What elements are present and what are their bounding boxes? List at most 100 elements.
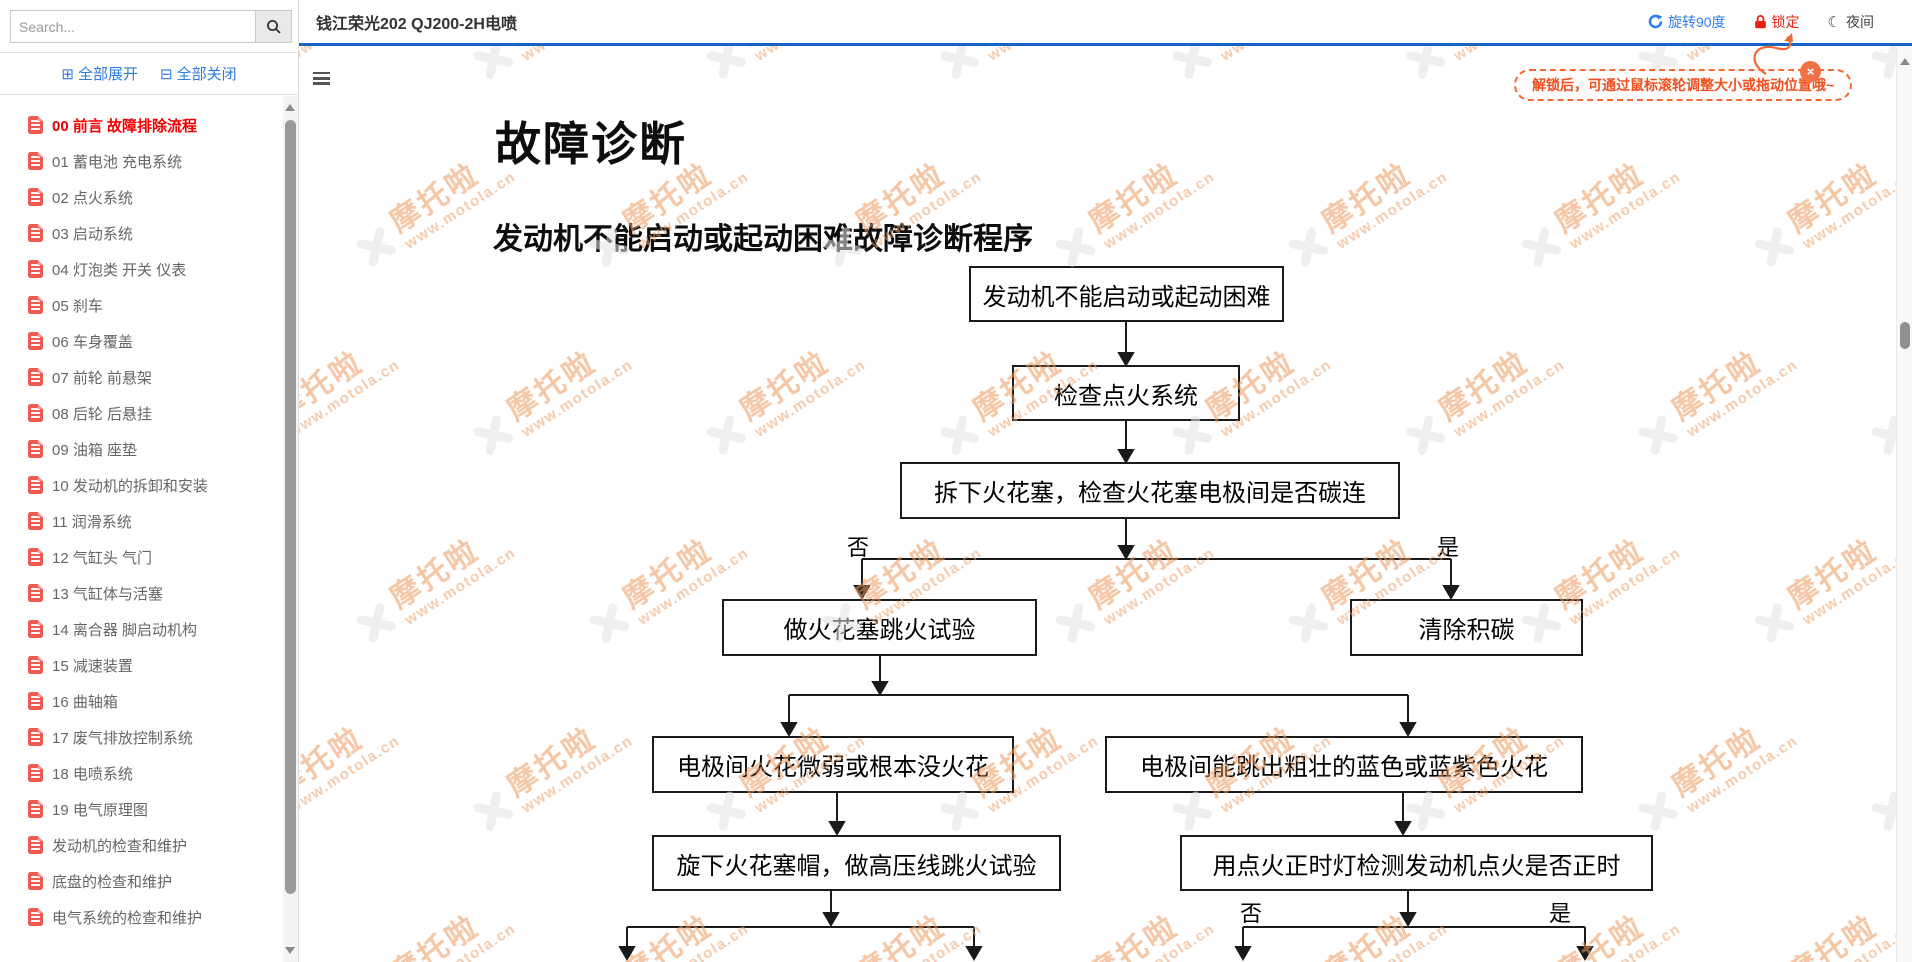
sidebar-item[interactable]: 19 电气原理图 bbox=[0, 791, 298, 827]
sidebar-item[interactable]: 14 离合器 脚启动机构 bbox=[0, 611, 298, 647]
wrench-icon bbox=[465, 407, 520, 462]
watermark-brand: 摩托啦 bbox=[384, 533, 486, 616]
sidebar-item[interactable]: 00 前言 故障排除流程 bbox=[0, 107, 298, 143]
wrench-icon bbox=[348, 595, 403, 650]
wrench-icon bbox=[1513, 219, 1568, 274]
search-button[interactable] bbox=[255, 10, 292, 43]
sidebar-item[interactable]: 底盘的检查和维护 bbox=[0, 863, 298, 899]
scrollbar-up-icon[interactable] bbox=[285, 104, 295, 111]
sidebar-item[interactable]: 05 刹车 bbox=[0, 287, 298, 323]
watermark-url: www.motola.cn bbox=[401, 543, 519, 629]
document-icon bbox=[28, 728, 43, 746]
chapter-list: 00 前言 故障排除流程 01 蓄电池 充电系统 02 点火系统 03 启动系统… bbox=[0, 95, 298, 935]
document-icon bbox=[28, 800, 43, 818]
sidebar-item[interactable]: 13 气缸体与活塞 bbox=[0, 575, 298, 611]
watermark-url: www.motola.cn bbox=[1217, 46, 1334, 64]
search-input[interactable] bbox=[10, 10, 256, 43]
watermark-url: www.motola.cn bbox=[518, 731, 636, 817]
sidebar: ⊞ 全部展开 ⊟ 全部关闭 00 前言 故障排除流程 01 蓄电池 充电系统 0… bbox=[0, 0, 299, 962]
wrench-icon bbox=[931, 46, 986, 86]
document-title: 故障诊断 bbox=[495, 117, 687, 171]
expand-all-button[interactable]: ⊞ 全部展开 bbox=[61, 63, 138, 84]
watermark-brand: 摩托啦 bbox=[1316, 157, 1418, 240]
watermark: 摩托啦 www.motola.cn bbox=[1045, 894, 1218, 962]
collapse-all-button[interactable]: ⊟ 全部关闭 bbox=[160, 63, 237, 84]
sidebar-item-label: 08 后轮 后悬挂 bbox=[52, 405, 153, 423]
scrollbar-down-icon[interactable] bbox=[285, 947, 295, 954]
sidebar-item-label: 03 启动系统 bbox=[52, 225, 133, 243]
branch-label-no: 否 bbox=[847, 536, 870, 561]
watermark: 摩托啦 www.motola.cn bbox=[1628, 706, 1801, 841]
flow-box: 用点火正时灯检测发动机点火是否正时 bbox=[1180, 835, 1653, 891]
watermark-brand: 摩托啦 bbox=[1200, 46, 1326, 51]
wrench-icon bbox=[698, 407, 753, 462]
watermark-url: www.motola.cn bbox=[1333, 167, 1451, 253]
watermark-brand: 摩托啦 bbox=[501, 345, 603, 428]
watermark-brand: 摩托啦 bbox=[299, 46, 394, 51]
expand-all-icon: ⊞ bbox=[61, 65, 74, 83]
rotate-icon bbox=[1648, 14, 1663, 29]
sidebar-item[interactable]: 发动机的检查和维护 bbox=[0, 827, 298, 863]
watermark-url: www.motola.cn bbox=[1799, 543, 1896, 629]
sidebar-item[interactable]: 12 气缸头 气门 bbox=[0, 539, 298, 575]
tooltip-text: 解锁后，可通过鼠标滚轮调整大小或拖动位置哦~ bbox=[1532, 77, 1835, 93]
sidebar-item[interactable]: 11 润滑系统 bbox=[0, 503, 298, 539]
sidebar-item-label: 10 发动机的拆卸和安装 bbox=[52, 477, 208, 495]
watermark: 摩托啦 www.motola.cn bbox=[1395, 330, 1568, 465]
sidebar-item[interactable]: 06 车身覆盖 bbox=[0, 323, 298, 359]
watermark-url: www.motola.cn bbox=[1799, 167, 1896, 253]
watermark-brand: 摩托啦 bbox=[734, 345, 836, 428]
moon-icon: ☾ bbox=[1827, 13, 1841, 31]
sidebar-item[interactable]: 18 电喷系统 bbox=[0, 755, 298, 791]
sidebar-item[interactable]: 16 曲轴箱 bbox=[0, 683, 298, 719]
lock-button[interactable]: 锁定 bbox=[1754, 12, 1800, 32]
watermark-url: www.motola.cn bbox=[1100, 919, 1218, 962]
unlock-hint-tooltip: 解锁后，可通过鼠标滚轮调整大小或拖动位置哦~ bbox=[1514, 69, 1853, 101]
flow-box: 拆下火花塞，检查火花塞电极间是否碳连 bbox=[900, 462, 1400, 519]
wrench-icon bbox=[348, 219, 403, 274]
sidebar-scrollbar[interactable] bbox=[283, 96, 298, 962]
sidebar-item-label: 14 离合器 脚启动机构 bbox=[52, 621, 198, 639]
watermark-url: www.motola.cn bbox=[867, 919, 985, 962]
collapse-all-label: 全部关闭 bbox=[176, 66, 237, 83]
rotate-90-button[interactable]: 旋转90度 bbox=[1648, 12, 1726, 32]
watermark-brand: 摩托啦 bbox=[1782, 533, 1884, 616]
document-viewer: 故障诊断 发动机不能启动或起动困难故障诊断程序 bbox=[299, 46, 1896, 962]
sidebar-item[interactable]: 01 蓄电池 充电系统 bbox=[0, 143, 298, 179]
document-icon bbox=[28, 332, 43, 350]
lock-icon bbox=[1754, 14, 1766, 28]
watermark-brand: 摩托啦 bbox=[967, 46, 1093, 51]
sidebar-item[interactable]: 10 发动机的拆卸和安装 bbox=[0, 467, 298, 503]
collapse-all-icon: ⊟ bbox=[160, 65, 173, 83]
sidebar-item[interactable]: 08 后轮 后悬挂 bbox=[0, 395, 298, 431]
document-icon bbox=[28, 656, 43, 674]
watermark-url: www.motola.cn bbox=[1683, 355, 1801, 441]
close-icon[interactable]: × bbox=[1800, 61, 1821, 82]
sidebar-item[interactable]: 02 点火系统 bbox=[0, 179, 298, 215]
sidebar-item[interactable]: 17 废气排放控制系统 bbox=[0, 719, 298, 755]
sidebar-item[interactable]: 04 灯泡类 开关 仪表 bbox=[0, 251, 298, 287]
sidebar-item[interactable]: 电气系统的检查和维护 bbox=[0, 899, 298, 935]
scrollbar-up-icon[interactable] bbox=[1900, 58, 1910, 65]
search-icon bbox=[266, 19, 281, 34]
watermark-url: www.motola.cn bbox=[299, 731, 403, 817]
watermark-brand: 摩托啦 bbox=[384, 909, 486, 962]
night-label: 夜间 bbox=[1846, 13, 1874, 30]
hamburger-menu-icon[interactable] bbox=[313, 72, 330, 85]
main-scrollbar-thumb[interactable] bbox=[1900, 322, 1910, 349]
sidebar-item[interactable]: 15 减速装置 bbox=[0, 647, 298, 683]
sidebar-item[interactable]: 09 油箱 座垫 bbox=[0, 431, 298, 467]
sidebar-item[interactable]: 03 启动系统 bbox=[0, 215, 298, 251]
wrench-icon bbox=[1630, 407, 1685, 462]
main-scrollbar[interactable] bbox=[1896, 46, 1912, 962]
watermark-brand: 摩托啦 bbox=[1782, 909, 1884, 962]
watermark-url: www.motola.cn bbox=[1566, 919, 1684, 962]
sidebar-item[interactable]: 07 前轮 前悬架 bbox=[0, 359, 298, 395]
watermark-brand: 摩托啦 bbox=[1083, 909, 1185, 962]
sidebar-scrollbar-thumb[interactable] bbox=[285, 120, 296, 894]
document-icon bbox=[28, 224, 43, 242]
sidebar-item-label: 11 润滑系统 bbox=[52, 513, 132, 531]
night-mode-button[interactable]: ☾ 夜间 bbox=[1828, 12, 1874, 32]
watermark: 摩托啦 www.motola.cn bbox=[696, 330, 869, 465]
watermark: 摩托啦 www.motola.cn bbox=[696, 46, 869, 89]
